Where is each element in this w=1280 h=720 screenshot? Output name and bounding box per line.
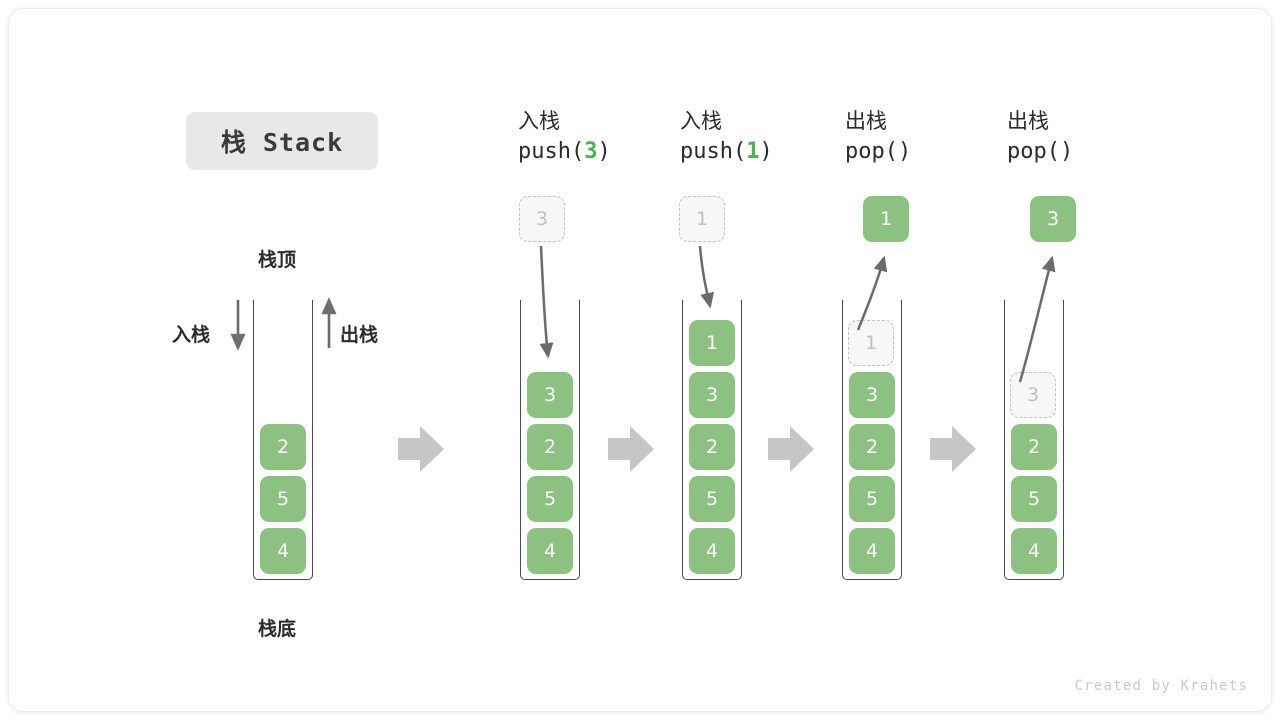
step-cn-title-1: 入栈	[680, 109, 722, 133]
base-stack-box-0: 2	[260, 424, 306, 470]
incoming-box-push-1: 1	[679, 196, 725, 242]
step-code-1: push(1)	[680, 136, 880, 168]
stack-box-pop2-3: 4	[1011, 528, 1057, 574]
stack-box-pop1-1: 3	[849, 372, 895, 418]
code-prefix-3: pop(	[1007, 139, 1060, 164]
code-prefix-1: push(	[680, 139, 747, 164]
stack-push-label: 入栈	[172, 324, 211, 346]
code-arg-1: 1	[746, 139, 760, 164]
stack-box-push3-2: 5	[527, 476, 573, 522]
base-stack-box-1: 5	[260, 476, 306, 522]
base-stack-box-2: 4	[260, 528, 306, 574]
stack-box-push1-0: 1	[689, 320, 735, 366]
step-cn-title-2: 出栈	[845, 109, 887, 133]
step-cn-title-3: 出栈	[1007, 109, 1049, 133]
stack-box-push1-4: 4	[689, 528, 735, 574]
outgoing-box-pop-1: 1	[863, 196, 909, 242]
separator-arrow-2-icon	[608, 426, 654, 472]
code-prefix-2: pop(	[845, 139, 898, 164]
stack-box-push3-3: 4	[527, 528, 573, 574]
step-cn-title-0: 入栈	[518, 109, 560, 133]
stack-box-push3-0: 3	[527, 372, 573, 418]
stack-container-push-3	[520, 300, 580, 580]
stack-container-pop-1	[842, 300, 902, 580]
watermark-credit: Created by Krahets	[1074, 678, 1248, 694]
stack-top-label: 栈顶	[258, 249, 297, 271]
step-code-0: push(3)	[518, 136, 718, 168]
stack-box-pop1-2: 2	[849, 424, 895, 470]
stack-box-push1-2: 2	[689, 424, 735, 470]
outgoing-box-pop-2: 3	[1030, 196, 1076, 242]
code-prefix-0: push(	[518, 139, 585, 164]
stack-box-pop2-2: 5	[1011, 476, 1057, 522]
step-header-push-3: 入栈 push(3)	[518, 106, 718, 168]
stack-box-push1-3: 5	[689, 476, 735, 522]
step-header-pop-1: 出栈 pop()	[845, 106, 1045, 168]
code-arg-0: 3	[584, 139, 598, 164]
code-suffix-0: )	[597, 139, 611, 164]
step-code-3: pop()	[1007, 136, 1207, 168]
base-stack-container	[253, 300, 313, 580]
stack-pop-label: 出栈	[340, 324, 379, 346]
code-suffix-2: )	[897, 139, 912, 164]
step-header-pop-2: 出栈 pop()	[1007, 106, 1207, 168]
step-header-push-1: 入栈 push(1)	[680, 106, 880, 168]
stack-container-push-1	[682, 300, 742, 580]
separator-arrow-4-icon	[930, 426, 976, 472]
stack-box-pop1-0: 1	[848, 320, 894, 366]
separator-arrow-1-icon	[398, 426, 444, 472]
stack-box-pop1-3: 5	[849, 476, 895, 522]
push-1-motion-arrow-icon	[698, 245, 715, 309]
stack-title-chip: 栈 Stack	[186, 112, 378, 170]
stack-box-pop2-0: 3	[1010, 372, 1056, 418]
stack-box-push3-1: 2	[527, 424, 573, 470]
stack-bottom-label: 栈底	[258, 618, 297, 640]
separator-arrow-3-icon	[768, 426, 814, 472]
step-code-2: pop()	[845, 136, 1045, 168]
code-suffix-3: )	[1059, 139, 1074, 164]
incoming-box-push-3: 3	[519, 196, 565, 242]
code-suffix-1: )	[759, 139, 773, 164]
stack-container-pop-2	[1004, 300, 1064, 580]
stack-box-push1-1: 3	[689, 372, 735, 418]
stack-box-pop2-1: 2	[1011, 424, 1057, 470]
stack-box-pop1-4: 4	[849, 528, 895, 574]
